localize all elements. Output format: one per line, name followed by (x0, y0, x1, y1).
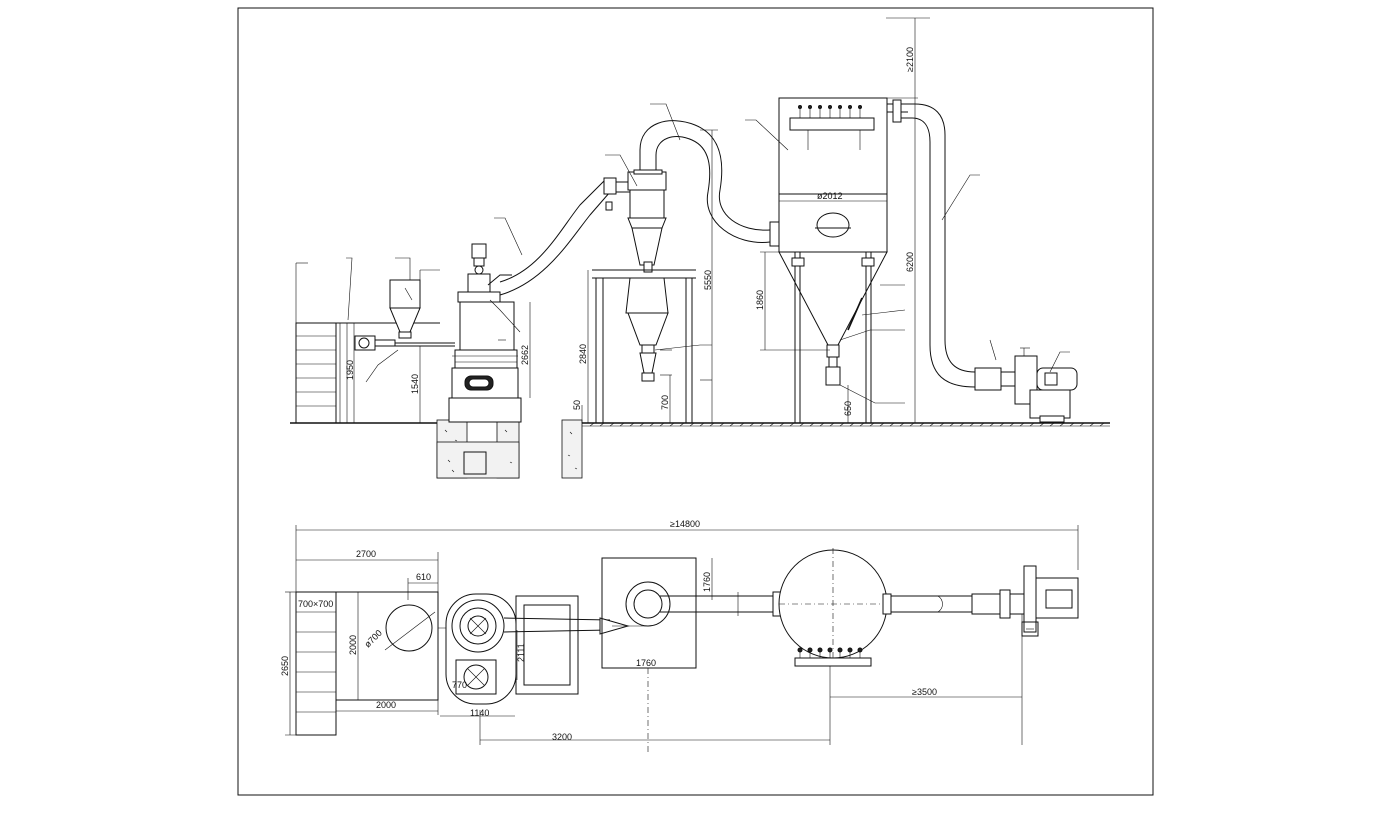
plan-mill (445, 593, 630, 705)
dim-pit-small: 610 (416, 572, 431, 582)
elevation-view: ≥2100 6200 ø2012 5550 1860 2840 700 650 … (290, 17, 1110, 479)
dim-collector-outlet: 650 (843, 401, 853, 416)
ground-line (290, 422, 1110, 427)
feed-platform (295, 262, 440, 424)
dim-top-clearance: ≥2100 (905, 47, 915, 72)
dim-cyclone-support: 2840 (578, 344, 588, 364)
dim-cyclone-w: 1760 (636, 658, 656, 668)
plan-view: ≥14800 2700 610 700×700 ø700 2000 2000 2… (280, 519, 1079, 755)
dim-mill-dia: ø700 (362, 628, 384, 650)
plan-fan-duct (891, 589, 1025, 619)
callout-leaders (346, 103, 1070, 404)
dust-collector (778, 97, 908, 423)
dim-hopper-height: 1950 (345, 360, 355, 380)
dim-mill-width: 2111 (516, 643, 526, 662)
dim-motor: 770 (452, 680, 467, 690)
dim-total-length: ≥14800 (670, 519, 700, 529)
drawing-frame (237, 7, 1154, 796)
mill-to-cyclone-duct (499, 177, 640, 296)
dim-collector-height: 6200 (905, 252, 915, 272)
dim-feeder-height: 1540 (410, 374, 420, 394)
dim-depth-2000: 2000 (376, 700, 396, 710)
dim-cyclone-height: 5550 (703, 270, 713, 290)
dim-base: 1140 (470, 708, 489, 718)
plan-fan (1021, 565, 1079, 637)
dim-spacing: 3200 (552, 732, 572, 742)
dim-overall-height: 2650 (280, 656, 290, 676)
dim-width-2000: 2000 (348, 635, 358, 655)
dim-cone-height: 1860 (755, 290, 765, 310)
exhaust-fan (974, 347, 1078, 423)
dim-collector-diameter: ø2012 (817, 191, 843, 201)
feed-hopper (354, 279, 455, 351)
dim-left-width: 2700 (356, 549, 376, 559)
plan-collector (778, 548, 892, 667)
dim-mill-height: 2662 (520, 345, 530, 365)
foundation-pit (436, 419, 583, 479)
return-duct (892, 99, 976, 388)
plan-dimensions (285, 525, 1079, 755)
plan-feed-area (295, 591, 470, 736)
plan-duct (660, 591, 782, 617)
dim-cyclone-outlet: 700 (660, 395, 670, 410)
cyclone (592, 171, 696, 423)
dim-pit-depth: 50 (572, 400, 582, 410)
dim-pit-size: 700×700 (298, 599, 333, 609)
grinding-mill (448, 243, 522, 423)
dim-fan-distance: ≥3500 (912, 687, 937, 697)
dim-cyclone-h: 1760 (702, 572, 712, 592)
elevation-dimensions (346, 17, 930, 423)
plan-cyclone (601, 557, 697, 669)
